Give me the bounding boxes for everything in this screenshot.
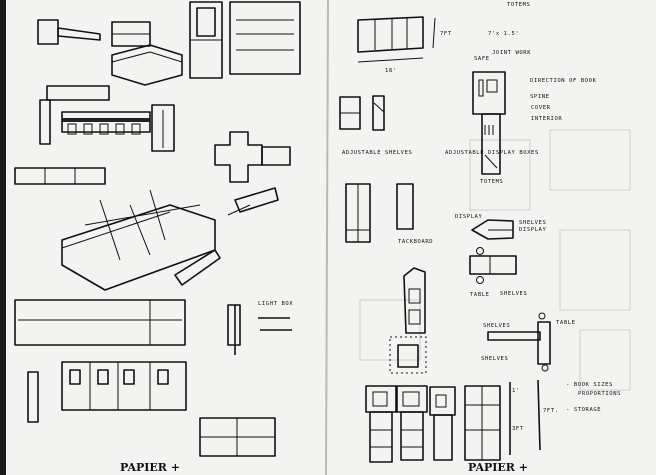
sketch-label: TABLE	[556, 320, 576, 326]
sketch-label: SHELVES	[481, 356, 508, 362]
page-spine	[325, 0, 329, 475]
sketch-label: DISPLAY	[455, 214, 482, 220]
sketch-label: 7FT.	[543, 408, 559, 414]
sketch-label: DISPLAY	[519, 227, 546, 233]
sketch-label: 18'	[385, 68, 397, 74]
totem-elevations	[365, 385, 501, 463]
brand-right: PAPIER +	[468, 461, 528, 474]
label-totems-top: TOTEMS	[507, 2, 530, 8]
sketch-label: ADJUSTABLE SHELVES	[342, 150, 412, 156]
sketch-label: - STORAGE	[566, 407, 601, 413]
bleed-through	[359, 129, 631, 391]
sketch-label: TABLE	[470, 292, 490, 298]
sketch-label: 7'x 1.5'	[488, 31, 519, 37]
page-edge	[0, 0, 6, 475]
sketch-label: PROPORTIONS	[578, 391, 621, 397]
sketch-label: - BOOK SIZES	[566, 382, 613, 388]
light-box-label: LIGHT BOX	[258, 301, 293, 307]
sketch-label: TOTEMS	[480, 179, 503, 185]
sketch-label: TACKBOARD	[398, 239, 433, 245]
sketch-label: COVER	[531, 105, 551, 111]
sketch-label: DIRECTION OF BOOK	[530, 78, 597, 84]
brand-left: PAPIER +	[120, 461, 180, 474]
sketch-label: SPINE	[530, 94, 550, 100]
sketch-label: SHELVES	[519, 220, 546, 226]
right-page-sketches: TOTEMS 7FT 7'x 1.5' 18' SAFE JOINT WORK …	[339, 2, 621, 474]
left-page-sketches: LIGHT BOX PAPIER +	[14, 1, 301, 474]
sketch-label: 7FT	[440, 31, 452, 37]
sketch-label: SHELVES	[500, 291, 527, 297]
sketch-label: JOINT WORK	[492, 50, 531, 56]
sketch-label: ADJUSTABLE DISPLAY BOXES	[445, 150, 539, 156]
sketch-label: INTERIOR	[531, 116, 562, 122]
sketch-label: 3FT	[512, 426, 524, 432]
sketch-label: 1'	[512, 388, 520, 394]
sketch-label: SAFE	[474, 56, 490, 62]
sketch-label: SHELVES	[483, 323, 510, 329]
